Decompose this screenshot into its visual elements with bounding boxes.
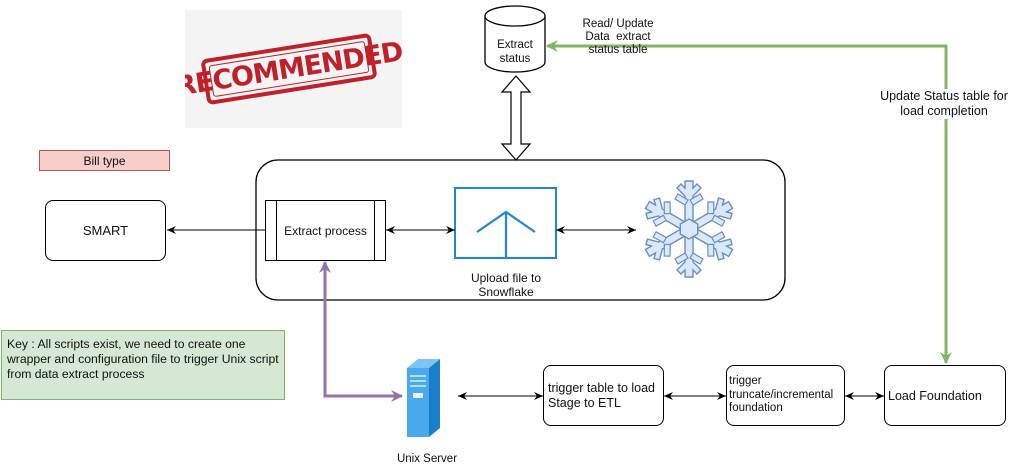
load-foundation-label: Load Foundation [888,388,982,403]
db-process-double-arrow [500,75,532,161]
read-update-line3: status table [588,44,648,56]
bill-type-label: Bill type [83,153,126,168]
read-update-line2: Data extract [585,31,651,43]
database-icon [484,5,546,73]
trigger-stage-line2: Stage to ETL [548,395,621,410]
extract-unix-purple-arrow [319,261,403,402]
status-update-green-arrow [546,40,952,364]
read-update-label: Read/ Update Data extract status table [563,18,673,57]
trigger-truncate-box[interactable]: trigger truncate/incremental foundation [726,365,845,426]
read-update-line1: Read/ Update [582,18,654,30]
extract-process-left-bar [276,201,277,260]
bill-type-box[interactable]: Bill type [39,150,170,171]
recommended-stamp-image: RECOMMENDED [185,10,402,128]
load-foundation-box[interactable]: Load Foundation [884,365,1006,426]
upload-icon [454,187,557,259]
upload-label: Upload file to Snowflake [445,271,567,299]
key-note-text: Key : All scripts exist, we need to crea… [7,337,279,381]
trigger-trunc-line3: foundation [729,402,783,415]
key-note: Key : All scripts exist, we need to crea… [1,330,285,400]
unix-server-label: Unix Server [396,453,458,465]
update-status-line1: Update Status table for [880,89,1008,103]
extract-process-label: Extract process [284,223,367,238]
recommended-stamp: RECOMMENDED [185,32,402,106]
extract-process-box[interactable]: Extract process [265,200,386,261]
trigger-stage-line1: trigger table to load [548,380,656,395]
upload-label-line2: Snowflake [478,285,534,299]
extract-status-line1: Extract [497,39,533,51]
smart-box[interactable]: SMART [45,200,166,261]
extract-process-right-bar [374,201,375,260]
update-status-label: Update Status table for load completion [870,89,1011,119]
update-status-line2: load completion [900,104,988,118]
trigger-trunc-line2: truncate/incremental [729,388,834,401]
extract-status-line2: status [499,53,531,65]
trigger-stage-box[interactable]: trigger table to load Stage to ETL [543,365,664,426]
extract-status-label: Extract status [485,38,545,66]
trigger-trunc-line1: trigger [729,375,762,388]
server-icon [407,359,440,437]
smart-label: SMART [82,223,129,238]
upload-label-line1: Upload file to [470,271,542,285]
